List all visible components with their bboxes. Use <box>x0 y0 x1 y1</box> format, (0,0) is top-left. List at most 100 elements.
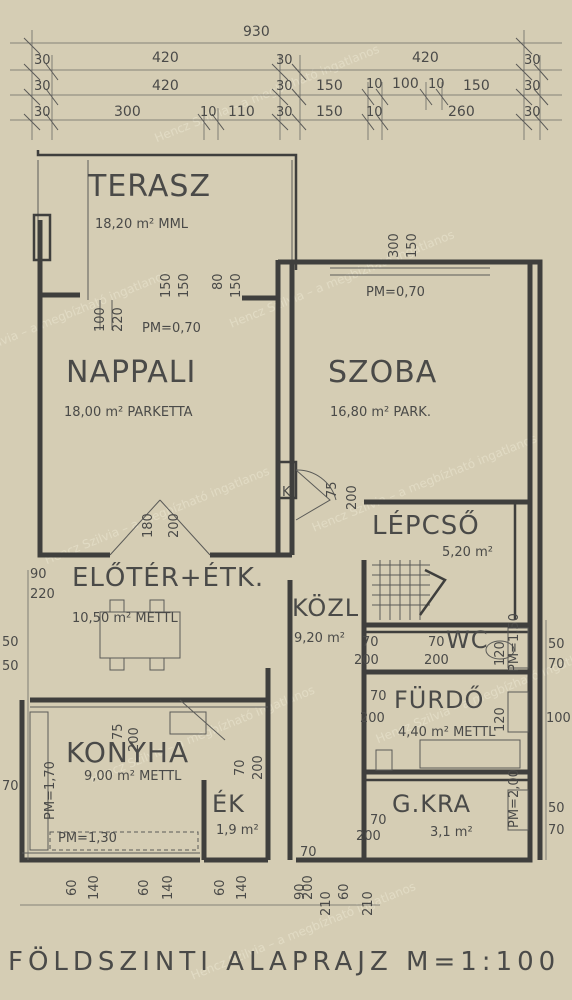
dim-total: 930 <box>243 24 270 40</box>
details <box>29 300 529 851</box>
door-dim: 200 <box>354 653 379 668</box>
dim-label: 10 <box>200 105 217 120</box>
right-dimensions: 50 70 100 50 70 <box>545 620 571 860</box>
window-dim: 150 <box>177 273 192 298</box>
dim-label: 50 <box>548 801 565 816</box>
dim-label: 150 <box>316 78 343 94</box>
room-name-furdo: FÜRDŐ <box>394 684 484 714</box>
dim-label: 150 <box>316 104 343 120</box>
dim-label: 220 <box>30 587 55 602</box>
dim-label: 30 <box>34 105 51 120</box>
dim-label: 30 <box>34 79 51 94</box>
dim-label: 70 <box>548 823 565 838</box>
door-dim: 100 <box>93 307 108 332</box>
dim-label: 60 <box>65 879 80 896</box>
room-area-szoba: 16,80 m² PARK. <box>330 405 431 420</box>
room-name-wc: WC <box>446 626 489 654</box>
annotations: PM=0,70 PM=0,70 PM=1,30 PM=1,70 PM=2,00 … <box>43 233 522 900</box>
dim-label: 30 <box>524 79 541 94</box>
window-dim: 80 <box>211 273 226 290</box>
chimney-label: K <box>282 485 291 500</box>
room-name-lepcso: LÉPCSŐ <box>372 509 480 541</box>
dim-label: 90 <box>30 567 47 582</box>
door-dim: 75 <box>325 481 340 498</box>
room-name-szoba: SZOBA <box>328 355 437 390</box>
window-dim: 150 <box>229 273 244 298</box>
door-dim: 200 <box>251 755 266 780</box>
door-dim: 200 <box>360 711 385 726</box>
stair-treads <box>372 560 447 620</box>
sill-height: PM=1,30 <box>58 831 117 846</box>
drawing-title: FÖLDSZINTI ALAPRAJZ M=1:100 <box>8 945 560 977</box>
top-dimensions: 930 30 420 30 420 30 30 420 30 150 10 10… <box>10 24 562 140</box>
door-dim: 180 <box>141 513 156 538</box>
room-area-konyha: 9,00 m² METTL <box>84 769 182 784</box>
room-area-ek: 1,9 m² <box>216 823 259 838</box>
room-labels: TERASZ 18,20 m² MML NAPPALI 18,00 m² PAR… <box>64 169 496 840</box>
room-area-furdo: 4,40 m² METTL <box>398 725 496 740</box>
dim-label: 260 <box>448 104 475 120</box>
dim-label: 30 <box>524 53 541 68</box>
room-area-lepcso: 5,20 m² <box>442 545 493 560</box>
door-dim: 220 <box>111 307 126 332</box>
door-dim: 200 <box>301 875 316 900</box>
dim-label: 30 <box>276 53 293 68</box>
door-dim: 200 <box>345 485 360 510</box>
dim-label: 10 <box>366 77 383 92</box>
room-area-kozl: 9,20 m² <box>294 631 345 646</box>
dim-label: 140 <box>161 875 176 900</box>
dim-label: 50 <box>2 635 19 650</box>
dim-label: 140 <box>87 875 102 900</box>
bottom-dimensions: 60 140 60 140 60 140 90 210 60 210 <box>20 875 380 916</box>
room-name-nappali: NAPPALI <box>66 355 196 390</box>
door-dim: 70 <box>300 845 317 860</box>
sill-height: PM=0,70 <box>366 285 425 300</box>
dim-label: 30 <box>276 105 293 120</box>
dim-label: 150 <box>463 78 490 94</box>
dim-label: 210 <box>319 891 334 916</box>
door-dim: 70 <box>370 813 387 828</box>
dim-label: 10 <box>428 77 445 92</box>
sill-height: PM=0,70 <box>142 321 201 336</box>
dim-label: 50 <box>2 659 19 674</box>
dim-label: 70 <box>2 779 19 794</box>
dim-label: 10 <box>366 105 383 120</box>
window-dim: 150 <box>159 273 174 298</box>
room-name-eloter: ELŐTÉR+ÉTK. <box>72 561 264 593</box>
left-dimensions: 90 220 50 50 70 <box>2 567 55 860</box>
dim-label: 50 <box>548 637 565 652</box>
dim-label: 90 <box>293 883 308 900</box>
door-dim: 70 <box>428 635 445 650</box>
dim-label: 300 <box>114 104 141 120</box>
dim-label: 100 <box>546 711 571 726</box>
dim-label: 420 <box>152 78 179 94</box>
room-area-gkra: 3,1 m² <box>430 825 473 840</box>
room-area-eloter: 10,50 m² METTL <box>72 611 178 626</box>
door-dim: 75 <box>111 723 126 740</box>
dim-label: 30 <box>34 53 51 68</box>
room-name-kozl: KÖZL <box>292 593 359 622</box>
room-name-ek: ÉK <box>212 789 245 818</box>
window-dim: 150 <box>405 233 420 258</box>
door-dim: 120 <box>493 707 508 732</box>
dim-label: 70 <box>548 657 565 672</box>
dim-label: 30 <box>276 79 293 94</box>
door-dim: 120 <box>493 641 508 666</box>
dim-label: 420 <box>152 50 179 66</box>
dim-label: 210 <box>361 891 376 916</box>
door-dim: 200 <box>167 513 182 538</box>
dim-label: 110 <box>228 104 255 120</box>
dim-label: 140 <box>235 875 250 900</box>
door-dim: 200 <box>424 653 449 668</box>
dim-label: 60 <box>337 883 352 900</box>
room-area-nappali: 18,00 m² PARKETTA <box>64 405 193 420</box>
dim-label: 420 <box>412 50 439 66</box>
sill-height: PM=1,50 <box>507 613 522 672</box>
sill-height: PM=2,00 <box>507 769 522 828</box>
sill-height: PM=1,70 <box>43 761 58 820</box>
room-name-gkra: G.KRA <box>392 790 471 818</box>
window-dim: 300 <box>387 233 402 258</box>
room-name-konyha: KONYHA <box>66 736 189 769</box>
dim-label: 60 <box>213 879 228 896</box>
